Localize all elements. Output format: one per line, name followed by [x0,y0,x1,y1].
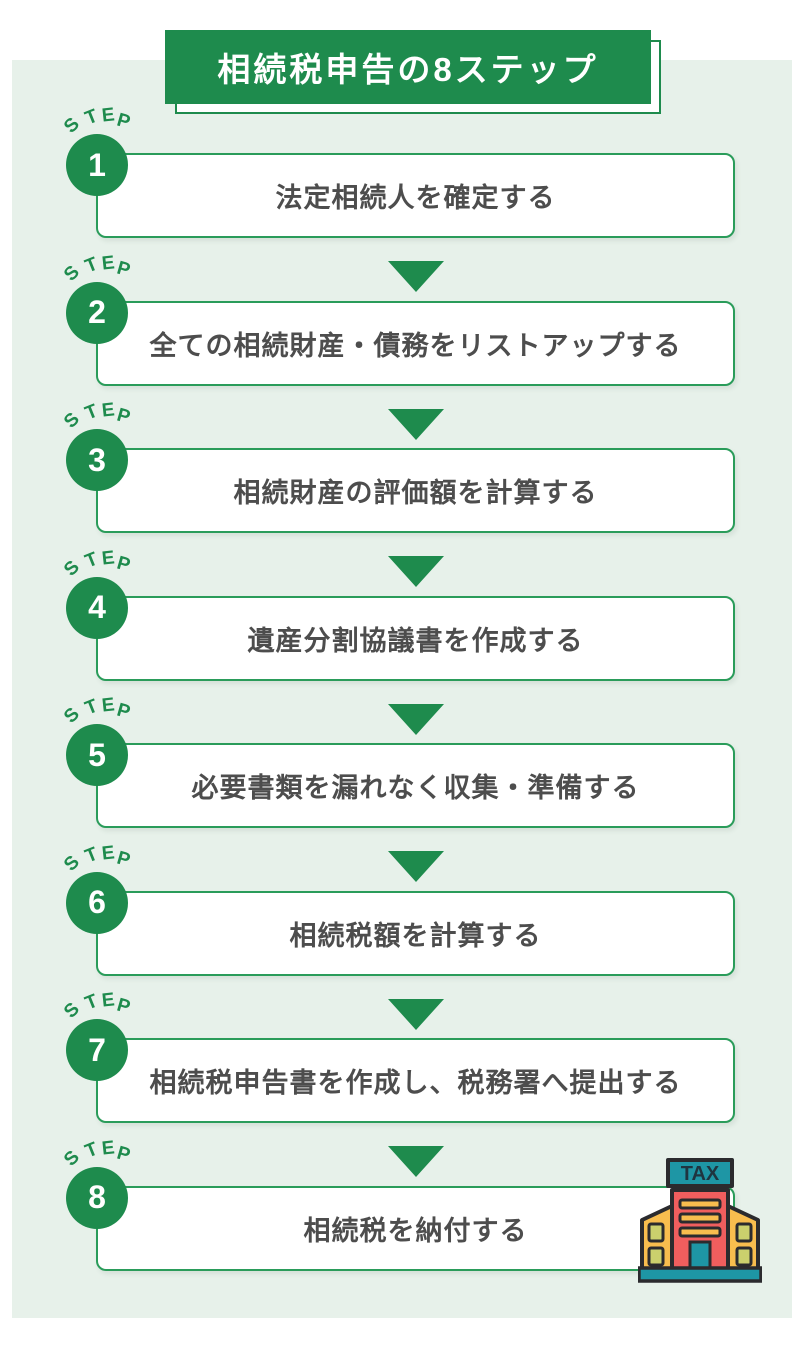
step-word-letter: E [100,1136,116,1160]
step-badge: S T E P 1 [60,104,158,221]
step-row-1: 法定相続人を確定する S T E P 1 [60,104,735,292]
step-word-letter: T [82,990,101,1015]
step-row-2: 全ての相続財産・債務をリストアップする S T E P 2 [60,252,735,440]
step-word-letter: P [114,109,133,134]
step-word-letter: S [60,113,84,138]
steps-flow: 法定相続人を確定する S T E P 1 全ての相続財産・債務をリストアップする… [60,104,735,1271]
step-row-7: 相続税申告書を作成し、税務署へ提出する S T E P 7 [60,989,735,1177]
step-word-letter: T [82,548,101,572]
step-word-letter: P [114,404,133,429]
arrow-down-icon [387,703,444,735]
step-word-letter: S [60,261,84,286]
step-word-letter: E [100,694,116,717]
step-word-letter: T [82,695,101,720]
step-box: 相続税申告書を作成し、税務署へ提出する [96,1038,735,1123]
title-banner: 相続税申告の8ステップ [165,30,661,114]
step-box: 遺産分割協議書を作成する [96,595,735,681]
step-row-3: 相続財産の評価額を計算する S T E P 3 [60,399,735,587]
step-label: 遺産分割協議書を作成する [247,625,584,656]
step-row-8: 相続税を納付する S T E P 8 [60,1137,735,1271]
step-word-letter: T [82,400,101,425]
step-label: 相続税を納付する [303,1215,528,1246]
step-word-letter: S [60,998,84,1023]
arrow-down-icon [387,408,444,440]
step-row-5: 必要書類を漏れなく収集・準備する S T E P 5 [60,694,735,882]
step-word-letter: P [114,699,133,724]
step-number: 7 [66,1019,128,1081]
step-label: 全ての相続財産・債務をリストアップする [149,330,682,361]
step-number: 6 [66,871,128,934]
step-word-letter: P [114,847,133,871]
step-box: 必要書類を漏れなく収集・準備する [96,743,735,828]
step-word-letter: P [114,257,133,281]
step-row-6: 相続税額を計算する S T E P 6 [60,842,735,1030]
step-word-letter: T [82,253,101,277]
step-word-letter: P [114,552,133,576]
step-badge: S T E P 3 [60,399,158,516]
step-word-letter: S [60,1146,84,1171]
step-word-letter: S [60,851,84,876]
step-word-letter: E [100,104,116,127]
step-badge: S T E P 8 [60,1136,158,1254]
step-label: 相続税申告書を作成し、税務署へ提出する [149,1068,682,1098]
step-word-letter: T [82,105,101,130]
step-badge: S T E P 7 [60,989,158,1106]
arrow-down-icon [387,851,444,882]
step-row-4: 遺産分割協議書を作成する S T E P 4 [60,547,735,735]
step-word-letter: P [114,1142,133,1166]
step-badge: S T E P 4 [60,546,158,664]
arrow-down-icon [387,1146,444,1177]
step-word-letter: E [100,989,116,1012]
step-number: 4 [66,576,128,639]
step-label: 相続税額を計算する [289,920,542,951]
step-box: 相続税額を計算する [96,890,735,976]
step-box: 相続財産の評価額を計算する [96,448,735,533]
tax-office-building-icon: TAX [638,1158,762,1283]
step-label: 相続財産の評価額を計算する [233,478,598,508]
step-number: 5 [66,724,128,786]
step-box: 相続税を納付する [96,1185,735,1271]
step-number: 2 [66,281,128,344]
step-word-letter: E [100,251,116,275]
step-word-letter: E [100,841,116,865]
step-word-letter: E [100,546,116,570]
step-word-letter: S [60,408,84,433]
step-word-letter: S [60,703,84,728]
page-title: 相続税申告の8ステップ [165,30,651,104]
step-badge: S T E P 6 [60,841,158,959]
step-word-letter: T [82,843,101,867]
step-badge: S T E P 5 [60,694,158,811]
step-box: 法定相続人を確定する [96,153,735,238]
step-label: 必要書類を漏れなく収集・準備する [191,773,640,803]
step-word-letter: P [114,994,133,1019]
step-number: 8 [66,1166,128,1229]
step-number: 1 [66,134,128,196]
step-badge: S T E P 2 [60,251,158,369]
step-box: 全ての相続財産・債務をリストアップする [96,300,735,386]
step-word-letter: E [100,399,116,422]
step-number: 3 [66,429,128,491]
step-word-letter: T [82,1138,101,1162]
arrow-down-icon [387,261,444,292]
step-label: 法定相続人を確定する [275,183,556,213]
step-word-letter: S [60,556,84,581]
tax-sign-text: TAX [681,1163,720,1185]
arrow-down-icon [387,998,444,1030]
arrow-down-icon [387,556,444,587]
